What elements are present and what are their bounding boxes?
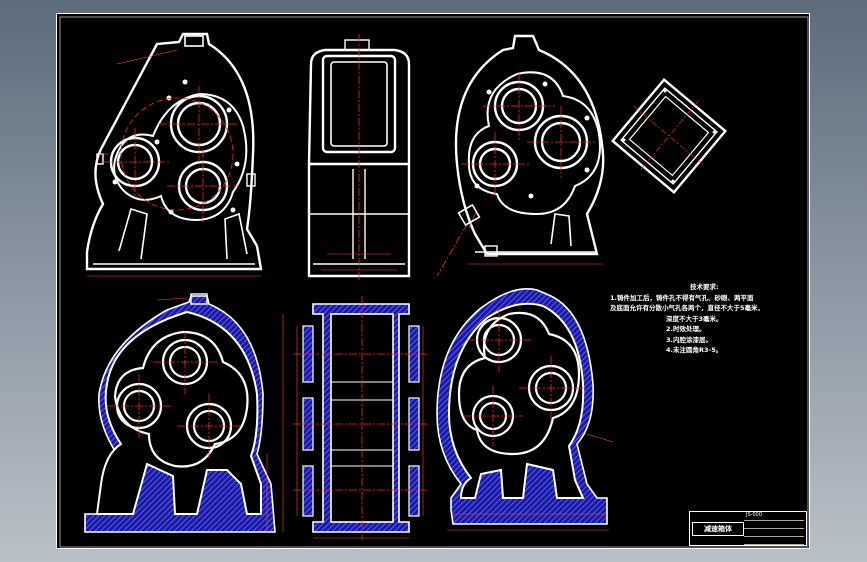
part-name: 减速箱体	[692, 522, 744, 536]
section-bottom-middle	[293, 296, 429, 540]
section-bottom-left	[84, 293, 284, 533]
note-line-4: 2.时效处理。	[666, 325, 706, 333]
drawing-sheet: 技术要求: 1.铸件加工后，铸件孔不得有气孔、砂眼、两平面 及底面允许有分散小气…	[56, 13, 810, 549]
cad-drawing	[59, 16, 809, 548]
notes-title: 技术要求:	[690, 283, 719, 291]
note-line-1: 1.铸件加工后，铸件孔不得有气孔、砂眼、两平面	[610, 293, 754, 302]
technical-requirements: 技术要求: 1.铸件加工后，铸件孔不得有气孔、砂眼、两平面 及底面允许有分散小气…	[610, 282, 810, 356]
view-front-top-left	[85, 32, 263, 271]
view-front-top-right	[454, 34, 605, 257]
cover-view-rotated	[610, 77, 728, 195]
note-line-3: 深度不大于3毫米。	[666, 314, 723, 323]
centerlines-view1	[101, 86, 239, 222]
title-block: 减速箱体 JS-000	[689, 511, 807, 546]
title-block-grid	[744, 513, 804, 545]
note-line-6: 4.未注圆角R3-5。	[666, 346, 723, 354]
note-line-2: 及底面允许有分散小气孔各两个，直径不大于5毫米，	[610, 304, 765, 312]
dimensions-view2	[321, 253, 397, 271]
dimensions-view1	[87, 49, 261, 277]
sheet-border	[59, 16, 809, 548]
note-line-5: 3.内腔涂漆层。	[666, 335, 712, 344]
drawing-code: JS-000	[746, 512, 762, 518]
section-bottom-right	[436, 288, 614, 531]
centerlines-view3	[436, 72, 597, 277]
dimensions-view3	[467, 209, 603, 265]
boss-detail	[457, 203, 481, 227]
